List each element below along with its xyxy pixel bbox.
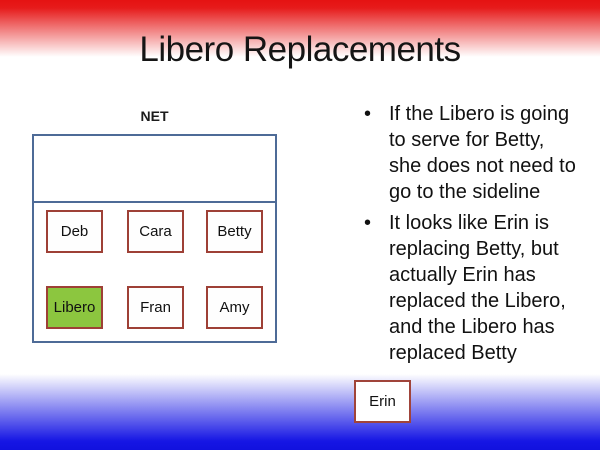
court-diagram (32, 134, 277, 343)
position-box-cara: Cara (127, 210, 184, 253)
position-box-betty: Betty (206, 210, 263, 253)
player-label: Erin (369, 393, 396, 410)
net-label: NET (140, 108, 169, 124)
bullet-text: It looks like Erin is replacing Betty, b… (389, 212, 566, 364)
bullet-item: • If the Libero is going to serve for Be… (364, 101, 600, 205)
bullet-text: If the Libero is going to serve for Bett… (389, 103, 576, 203)
bullet-dot-icon: • (364, 212, 372, 234)
player-label: Amy (219, 299, 250, 316)
player-label: Cara (139, 223, 172, 240)
attack-line (34, 201, 275, 203)
player-label: Libero (53, 299, 96, 316)
position-box-fran: Fran (127, 286, 184, 329)
player-label: Betty (217, 223, 252, 240)
sideline-box-erin: Erin (354, 380, 411, 423)
position-box-libero: Libero (46, 286, 103, 329)
bullet-item: • It looks like Erin is replacing Betty,… (364, 210, 600, 366)
bullet-list: • If the Libero is going to serve for Be… (364, 101, 600, 371)
player-label: Fran (140, 299, 171, 316)
bullet-dot-icon: • (364, 103, 372, 125)
page-title: Libero Replacements (139, 30, 461, 69)
player-label: Deb (60, 223, 89, 240)
position-box-amy: Amy (206, 286, 263, 329)
position-box-deb: Deb (46, 210, 103, 253)
